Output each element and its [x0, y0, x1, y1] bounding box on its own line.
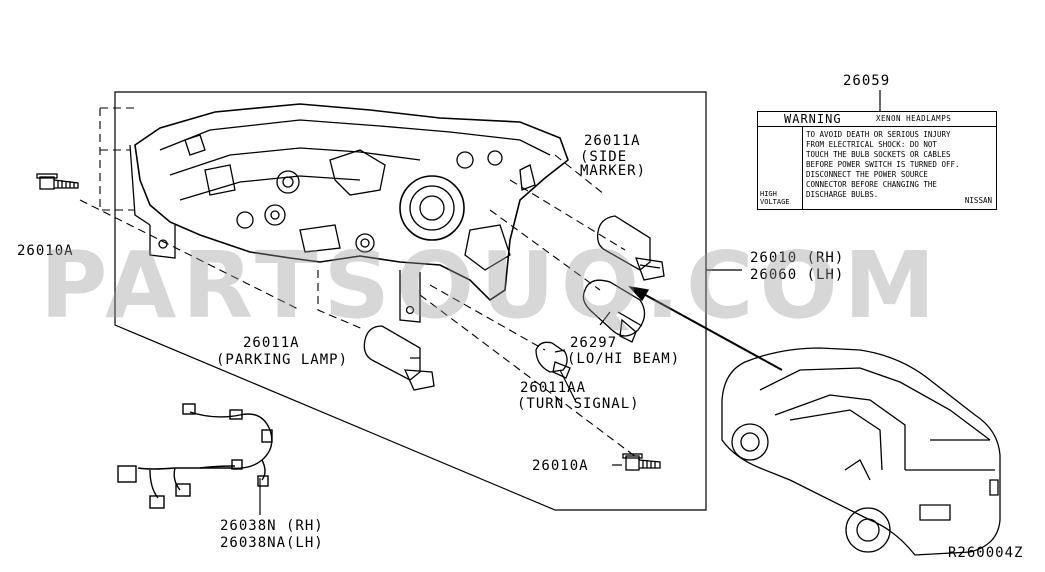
headlamp-housing [129, 103, 569, 323]
warning-brand: NISSAN [964, 196, 992, 205]
warning-label-side: HIGH VOLTAGE [758, 127, 803, 209]
warning-body: TO AVOID DEATH OR SERIOUS INJURY FROM EL… [806, 130, 994, 200]
part-label-26060-lh[interactable]: 26060 (LH) [750, 267, 845, 283]
parking-lamp-bulb [363, 325, 435, 391]
bolt-bottom [622, 453, 661, 471]
bolt-left [36, 173, 79, 190]
part-label-26038na[interactable]: 26038NA(LH) [220, 535, 324, 551]
side-marker-bulb [597, 215, 665, 281]
high-voltage-text: HIGH VOLTAGE [760, 190, 790, 206]
part-label-26011a-parking[interactable]: 26011A [243, 335, 300, 351]
warning-title: WARNING [784, 112, 842, 126]
voltage-text: VOLTAGE [760, 198, 790, 206]
warning-label: WARNING XENON HEADLAMPS HIGH VOLTAGE TO … [757, 111, 997, 210]
vehicle-illustration [721, 347, 1001, 556]
wiring-harness [117, 403, 273, 509]
turn-signal-caption: (TURN SIGNAL) [517, 396, 640, 412]
part-label-26297[interactable]: 26297 [570, 335, 618, 351]
warning-label-header: WARNING XENON HEADLAMPS [758, 112, 996, 127]
warning-line: BEFORE POWER SWITCH IS TURNED OFF. [806, 160, 960, 169]
side-marker-caption-2: MARKER) [580, 163, 647, 179]
side-marker-caption-1: (SIDE [580, 149, 628, 165]
assembly-frame [114, 91, 707, 511]
leader-lines-solid [259, 90, 881, 515]
part-label-26011aa[interactable]: 26011AA [520, 380, 587, 396]
warning-line: CONNECTOR BEFORE CHANGING THE [806, 180, 937, 189]
part-label-26010a-left[interactable]: 26010A [17, 243, 74, 259]
parking-lamp-caption: (PARKING LAMP) [216, 352, 349, 368]
warning-line: FROM ELECTRICAL SHOCK: DO NOT [806, 140, 937, 149]
warning-line: TOUCH THE BULB SOCKETS OR CABLES [806, 150, 951, 159]
diagram-code: R260004Z [948, 545, 1024, 561]
high-text: HIGH [760, 190, 777, 198]
warning-subtitle: XENON HEADLAMPS [876, 114, 952, 123]
leader-lines-dashed [79, 107, 641, 461]
part-label-26059[interactable]: 26059 [843, 73, 891, 89]
part-label-26011a-side-marker[interactable]: 26011A [584, 133, 641, 149]
watermark: PARTSOUQ.COM [40, 232, 942, 339]
lo-hi-beam-caption: (LO/HI BEAM) [567, 351, 681, 367]
part-label-26010-rh[interactable]: 26010 (RH) [750, 250, 845, 266]
turn-signal-bulb [535, 341, 571, 379]
lo-hi-beam-bulb [582, 279, 646, 343]
warning-line: DISCONNECT THE POWER SOURCE [806, 170, 928, 179]
warning-line: TO AVOID DEATH OR SERIOUS INJURY [806, 130, 951, 139]
warning-line: DISCHARGE BULBS. [806, 190, 879, 199]
part-label-26038n[interactable]: 26038N (RH) [220, 518, 324, 534]
part-label-26010a-bottom[interactable]: 26010A [532, 458, 589, 474]
